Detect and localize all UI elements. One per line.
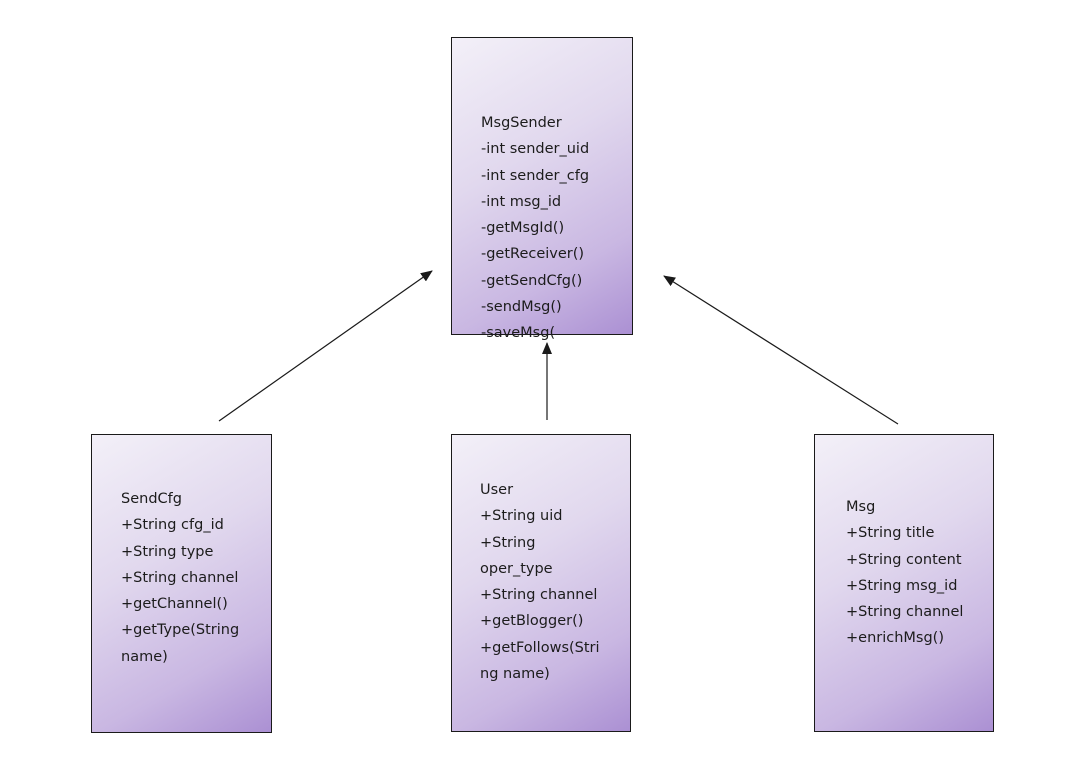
class-box-msg[interactable]: Msg +String title +String content +Strin… [814,434,994,732]
class-method: +getFollows(Stri [480,639,600,656]
class-field: -int sender_cfg [481,167,590,184]
class-method: +getChannel() [121,596,228,613]
arrow-sendcfg-to-msgsender [218,270,433,422]
class-field: +String uid [480,508,563,525]
class-method: -saveMsg( [481,325,556,342]
class-body-msg: Msg +String title +String content +Strin… [846,494,991,652]
class-method: -getSendCfg() [481,272,583,289]
class-field: +String [480,534,536,551]
class-name: SendCfg [121,491,182,507]
class-field: -int msg_id [481,193,562,210]
class-method: +getType(String [121,622,240,639]
class-box-user[interactable]: User +String uid +String oper_type +Stri… [451,434,631,732]
class-field: +String msg_id [846,577,958,594]
class-field: +String title [846,525,935,542]
class-body-sendcfg: SendCfg +String cfg_id +String type +Str… [121,486,266,670]
class-box-sendcfg[interactable]: SendCfg +String cfg_id +String type +Str… [91,434,272,733]
class-name: Msg [846,499,876,515]
class-field: +String content [846,551,962,568]
class-method: +enrichMsg() [846,630,944,647]
class-method: name) [121,648,168,665]
class-field: +String cfg_id [121,517,224,534]
class-method: +getBlogger() [480,613,584,630]
class-box-msgsender[interactable]: MsgSender -int sender_uid -int sender_cf… [451,37,633,341]
class-method: -getReceiver() [481,246,585,263]
class-field: +String channel [480,587,598,604]
class-field: -int sender_uid [481,141,590,158]
class-name: User [480,482,514,498]
class-field: +String channel [121,569,239,586]
class-method: ng name) [480,666,550,683]
class-body-msgsender: MsgSender -int sender_uid -int sender_cf… [481,110,589,347]
arrow-msg-to-msgsender [663,275,899,425]
class-field: oper_type [480,560,553,577]
class-field: +String type [121,543,214,560]
class-field: +String channel [846,604,964,621]
class-body-user: User +String uid +String oper_type +Stri… [480,477,626,687]
class-method: -sendMsg() [481,299,562,316]
class-name: MsgSender [481,115,562,131]
class-method: -getMsgId() [481,220,565,237]
